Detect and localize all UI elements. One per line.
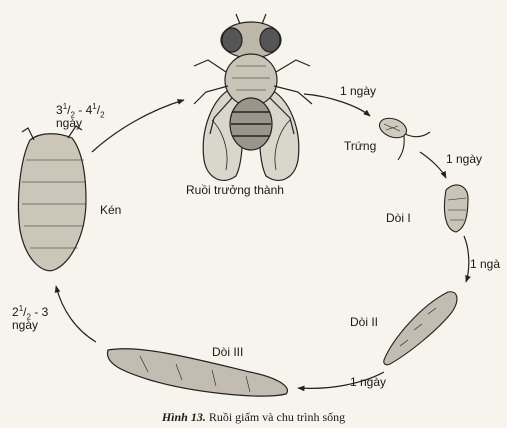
arrow-pupa-to-adult [92,100,184,152]
label-larva-2: Dòi II [350,316,378,329]
arrow-larva3-to-pupa [56,286,96,342]
figure-caption: Hình 13. Ruồi giấm và chu trình sống [0,410,507,425]
duration-egg-to-larva1: 1 ngày [446,153,482,166]
label-egg: Trứng [344,140,376,153]
label-larva-3: Dòi III [212,346,243,359]
label-adult: Ruồi trưởng thành [186,184,284,197]
figure-caption-text: Ruồi giấm và chu trình sống [206,410,345,424]
label-pupa: Kén [100,204,121,217]
larva-2 [384,292,457,365]
figure-number: Hình 13. [162,410,206,424]
duration-adult-to-egg: 1 ngày [340,85,376,98]
arrow-egg-to-larva1 [420,152,446,178]
duration-larva2-to-larva3: 1 ngày [350,376,386,389]
larva-3 [107,349,287,396]
duration-larva3-to-pupa: 21/2 - 3 ngày [12,306,48,332]
arrow-larva1-to-larva2 [464,236,469,282]
duration-pupa-to-adult: 31/2 - 41/2 ngày [56,104,105,130]
duration-larva1-to-larva2: 1 ngà [470,258,500,271]
label-larva-1: Dòi I [386,212,411,225]
larva-1 [444,185,468,232]
pupa [18,126,86,271]
adult-fly [194,14,312,180]
